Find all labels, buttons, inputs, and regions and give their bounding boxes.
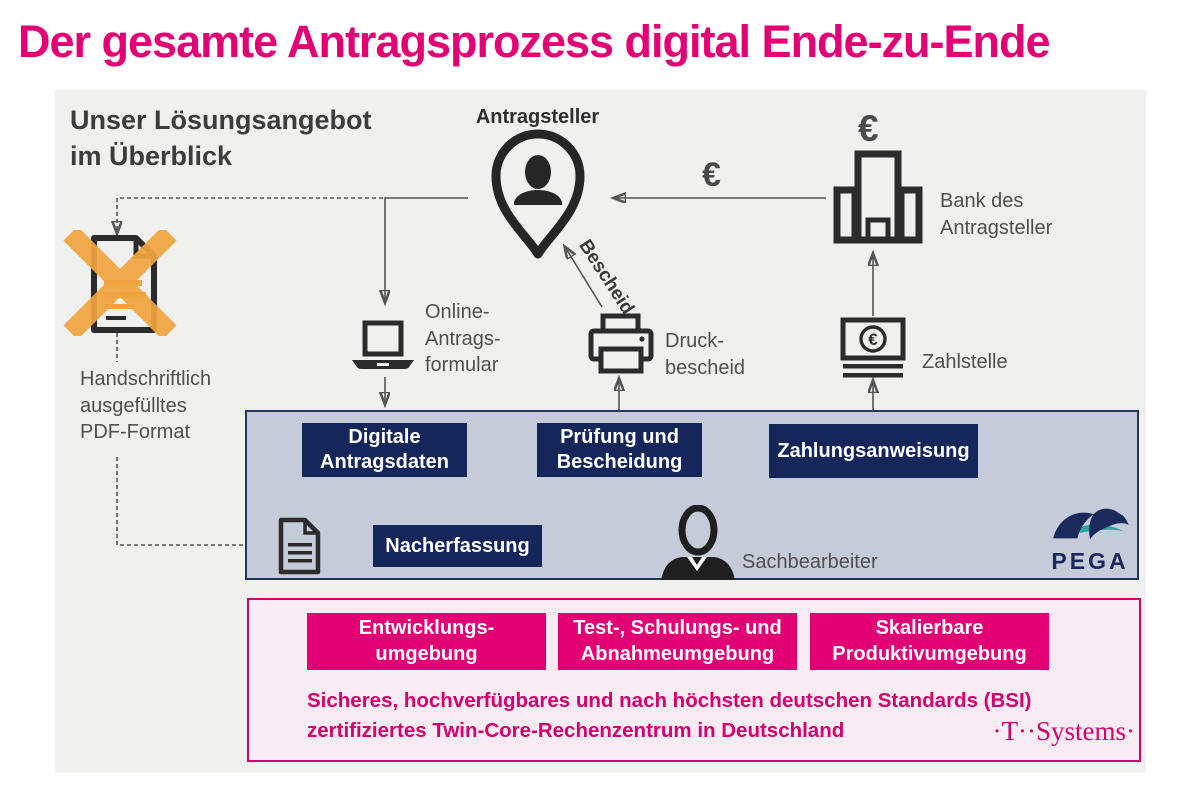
process-box-zahlungsanweisung: Zahlungsanweisung bbox=[769, 424, 978, 478]
env-box-entwicklung: Entwicklungs- umgebung bbox=[307, 613, 546, 670]
antragsteller-label: Antragsteller bbox=[475, 106, 600, 128]
process-box-nacherfassung: Nacherfassung bbox=[373, 525, 542, 567]
bank-euro-symbol: € bbox=[858, 108, 879, 149]
process-box-digitale-antragsdaten: Digitale Antragsdaten bbox=[302, 423, 467, 477]
t-systems-logo: ·T··Systems· bbox=[992, 716, 1135, 746]
bank-icon bbox=[833, 150, 923, 244]
laptop-icon bbox=[352, 320, 414, 369]
applicant-pin-icon bbox=[491, 129, 585, 259]
pega-logo: PEGA bbox=[1046, 506, 1134, 575]
env-box-produktiv: Skalierbare Produktivumgebung bbox=[810, 613, 1049, 670]
datacenter-note: Sicheres, hochverfügbares und nach höchs… bbox=[307, 689, 1032, 742]
printer-icon bbox=[588, 313, 654, 374]
pega-logo-text: PEGA bbox=[1051, 548, 1129, 574]
env-box-test-schulung: Test-, Schulungs- und Abnahmeumgebung bbox=[558, 613, 797, 670]
process-box-pruefung-bescheidung: Prüfung und Bescheidung bbox=[537, 423, 702, 477]
pega-pegasus-icon bbox=[1053, 508, 1129, 540]
sachbearbeiter-person-icon bbox=[661, 505, 735, 580]
transfer-euro-symbol: € bbox=[702, 156, 721, 194]
page-title: Der gesamte Antragsprozess digital Ende-… bbox=[18, 16, 1051, 67]
online-form-label: Online- Antrags- formular bbox=[425, 301, 501, 377]
druckbescheid-label: Druck- bescheid bbox=[665, 330, 746, 379]
svg-text:€: € bbox=[868, 330, 878, 349]
overview-heading: Unser Lösungsangebot im Überblick bbox=[70, 105, 372, 172]
handwritten-pdf-label: Handschriftlich ausgefülltes PDF-Format bbox=[80, 368, 212, 444]
zahlstelle-label: Zahlstelle bbox=[922, 351, 1008, 373]
scanned-document-icon bbox=[278, 517, 321, 575]
sachbearbeiter-label: Sachbearbeiter bbox=[742, 551, 878, 573]
zahlstelle-money-icon: € bbox=[840, 317, 906, 378]
handwritten-pdf-crossed-icon bbox=[63, 230, 177, 336]
bank-label: Bank des Antragsteller bbox=[940, 190, 1053, 239]
